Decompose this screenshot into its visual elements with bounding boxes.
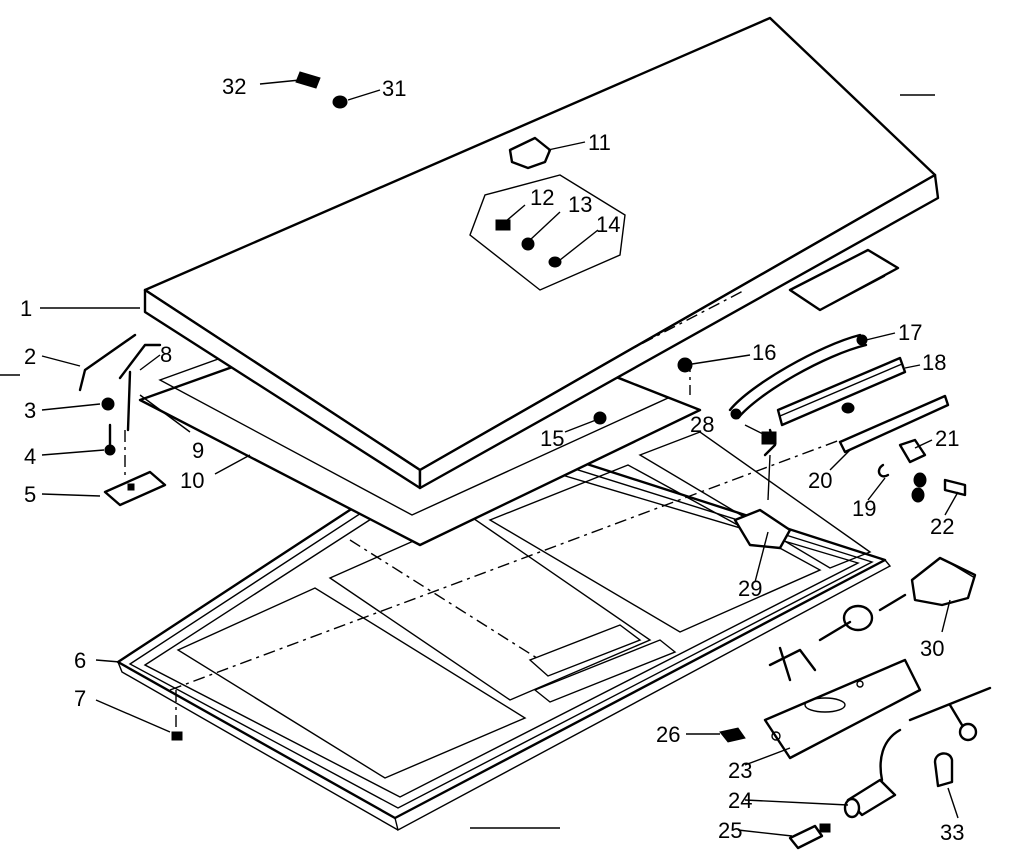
part-label-16: 16 [752, 340, 776, 365]
part-labels: 1 2 8 3 9 4 10 5 6 7 32 31 11 12 13 14 1… [20, 74, 964, 845]
part-label-13: 13 [568, 192, 592, 217]
part-label-30: 30 [920, 636, 944, 661]
part-label-4: 4 [24, 444, 36, 469]
part-label-19: 19 [852, 496, 876, 521]
part-label-10: 10 [180, 468, 204, 493]
part-label-31: 31 [382, 76, 406, 101]
part-label-28: 28 [690, 412, 714, 437]
left-hardware [78, 333, 183, 741]
part-label-12: 12 [530, 185, 554, 210]
part-label-20: 20 [808, 468, 832, 493]
part-label-1: 1 [20, 296, 32, 321]
part-label-15: 15 [540, 426, 564, 451]
part-label-5: 5 [24, 482, 36, 507]
electrical-parts [295, 71, 992, 850]
part-label-32: 32 [222, 74, 246, 99]
part-label-14: 14 [596, 212, 620, 237]
part-label-8: 8 [160, 342, 172, 367]
part-label-25: 25 [718, 818, 742, 843]
part-label-22: 22 [930, 514, 954, 539]
part-label-11: 11 [588, 130, 611, 155]
leader-lines [0, 79, 959, 837]
part-label-18: 18 [922, 350, 946, 375]
part-label-26: 26 [656, 722, 680, 747]
part-label-29: 29 [738, 576, 762, 601]
part-label-2: 2 [24, 344, 36, 369]
lid-assembly [143, 16, 940, 490]
handle-hardware [593, 333, 967, 503]
part-label-17: 17 [898, 320, 922, 345]
part-label-33: 33 [940, 820, 964, 845]
part-label-6: 6 [74, 648, 86, 673]
part-label-21: 21 [935, 426, 959, 451]
part-label-7: 7 [74, 686, 86, 711]
part-label-24: 24 [728, 788, 752, 813]
part-label-9: 9 [192, 438, 204, 463]
part-label-23: 23 [728, 758, 752, 783]
part-label-3: 3 [24, 398, 36, 423]
